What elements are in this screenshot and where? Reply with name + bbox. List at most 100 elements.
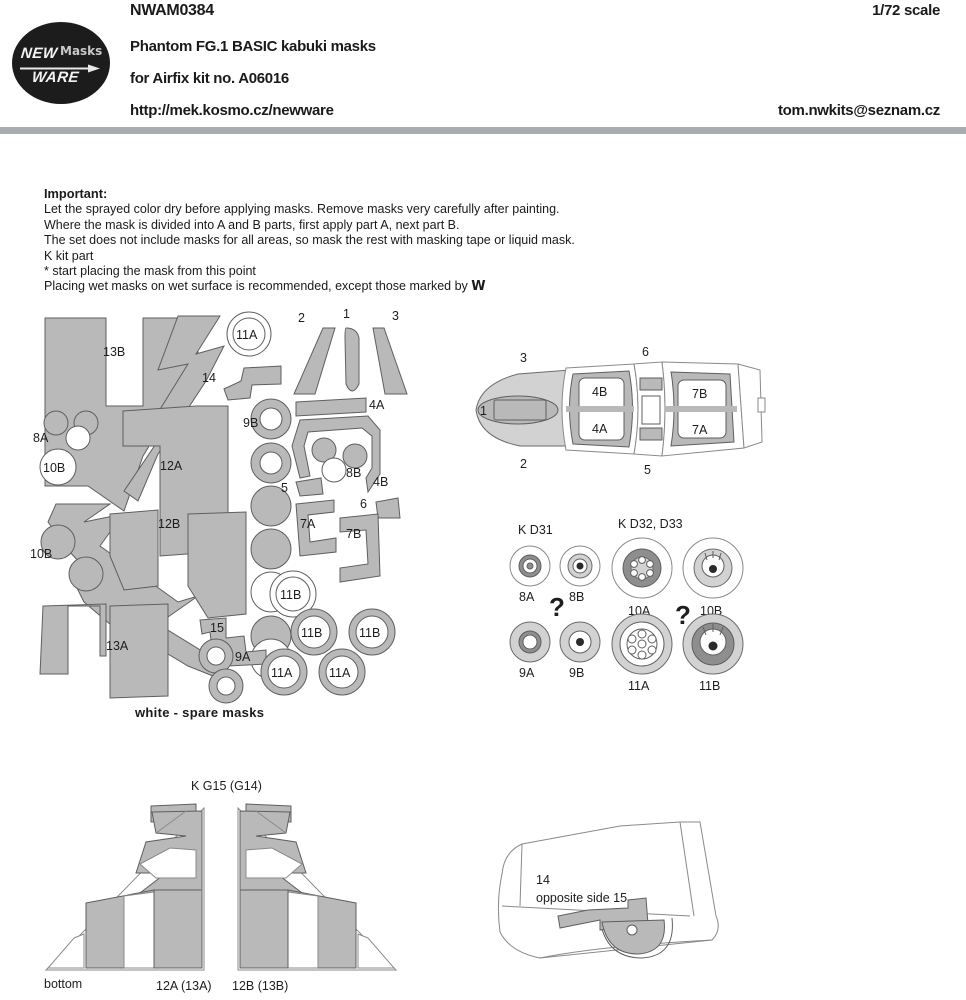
mask-dot-8A-spare: [65, 425, 91, 451]
header-divider: [0, 127, 966, 134]
canopy-nose-window-inner: [493, 399, 547, 421]
mask-disc-1: [250, 485, 292, 527]
label-12B: 12B: [158, 517, 180, 531]
canopy-spine-box: [641, 395, 661, 425]
label-canopy-6: 6: [642, 345, 649, 359]
mask-shape-13A: [39, 603, 107, 675]
tailfin-right: [237, 803, 398, 971]
wet-mask-symbol: W: [471, 279, 486, 295]
website-url[interactable]: http://mek.kosmo.cz/newware: [130, 102, 334, 119]
tailfin-left-label: 12A (13A): [156, 979, 212, 993]
wheel-label-9B: 9B: [569, 666, 584, 680]
label-10B-top: 10B: [43, 461, 65, 475]
important-line-6: Placing wet masks on wet surface is reco…: [44, 279, 684, 294]
mask-shape-4A-strip: [295, 397, 367, 417]
tailfin-diagram: K G15 (G14) bottom 12A (13A) 12B (13B): [36, 778, 406, 993]
label-13B: 13B: [103, 345, 125, 359]
wet-mask-text: Placing wet masks on wet surface is reco…: [44, 279, 472, 294]
label-canopy-1: 1: [480, 404, 487, 418]
label-7A: 7A: [300, 517, 316, 531]
scale-label: 1/72 scale: [872, 2, 940, 19]
mask-shape-2: [293, 327, 336, 395]
mask-dot-8B-1: [311, 437, 337, 463]
product-code: NWAM0384: [130, 2, 214, 19]
logo-text-ware: WARE: [31, 69, 80, 86]
wheels-group-right-title: K D32, D33: [618, 517, 683, 531]
mask-shape-14: [223, 365, 282, 401]
mask-shape-6: [375, 497, 401, 519]
mask-ring-11B-spare-inner: [275, 576, 311, 612]
tailfin-left-upper-window: [139, 847, 197, 879]
canopy-tail-fairing: [737, 363, 763, 449]
tailfin-title: K G15 (G14): [191, 779, 262, 793]
label-11A-a: 11A: [271, 666, 293, 680]
mask-ring-9A-1-inner: [206, 646, 226, 666]
fuselage-label-opposite: opposite side 15: [536, 891, 627, 905]
mask-shape-12B-2: [187, 511, 247, 619]
mask-shape-1: [344, 327, 360, 392]
kit-reference: for Airfix kit no. A06016: [130, 70, 289, 87]
arrow-right-icon: [20, 64, 100, 73]
label-12A: 12A: [160, 459, 183, 473]
label-7B: 7B: [346, 527, 361, 541]
mask-sheet-caption-wrap: white - spare masks: [135, 704, 264, 722]
label-11B-b: 11B: [359, 626, 380, 640]
label-8B: 8B: [346, 466, 361, 480]
mask-dot-8B-2: [342, 443, 368, 469]
label-canopy-4B: 4B: [592, 385, 607, 399]
label-5: 5: [281, 481, 288, 495]
mask-ring-11A-a-inner: [267, 655, 301, 689]
fuselage-hole: [626, 924, 638, 936]
wheel-9B: 9B: [559, 621, 601, 680]
important-line-3: The set does not include masks for all a…: [44, 233, 575, 248]
label-11B-spare: 11B: [280, 588, 301, 602]
label-canopy-5: 5: [644, 463, 651, 477]
wheel-question-right: ?: [675, 600, 691, 630]
logo-oval-background: [12, 22, 110, 104]
label-2: 2: [298, 311, 305, 325]
label-canopy-7A: 7A: [692, 423, 708, 437]
label-11B-a: 11B: [301, 626, 322, 640]
mask-ring-10B-spare: [39, 448, 77, 486]
label-11A-b: 11A: [329, 666, 351, 680]
wheel-10B: 10B: [682, 537, 744, 618]
contact-email[interactable]: tom.nwkits@seznam.cz: [777, 102, 940, 119]
canopy-diagram: 1 3 2 4B 4A 6 5 7B 7A: [466, 345, 776, 478]
mask-shape-7A: [295, 499, 337, 557]
wheel-11B: 11B: [682, 613, 744, 693]
tailfin-right-upper-window: [245, 847, 303, 879]
wheel-label-8A: 8A: [519, 590, 535, 604]
tailfin-left-lower-right: [153, 889, 203, 969]
tailfin-left-tip: [46, 933, 85, 969]
tailfin-right-tip: [357, 933, 396, 969]
label-9A: 9A: [235, 650, 251, 664]
product-title: Phantom FG.1 BASIC kabuki masks: [130, 38, 376, 55]
label-canopy-2: 2: [520, 457, 527, 471]
canopy-spine-bar-bot: [639, 427, 663, 441]
wheel-label-11A: 11A: [628, 679, 650, 693]
canopy-rear-center-bar: [665, 406, 737, 412]
label-4A: 4A: [369, 398, 385, 412]
tailfin-right-label: 12B (13B): [232, 979, 288, 993]
fuselage-panel-line-2: [679, 821, 695, 917]
logo-text-masks: Masks: [60, 44, 103, 58]
label-14: 14: [202, 371, 216, 385]
fuselage-panel-line-4: [519, 843, 523, 907]
mask-ring-9A-2-inner: [216, 676, 236, 696]
important-heading: Important:: [44, 186, 108, 201]
mask-disc-2: [250, 528, 292, 570]
wheel-label-11B: 11B: [699, 679, 720, 693]
mask-shape-7B: [339, 513, 381, 583]
mask-shape-12B: [109, 509, 159, 591]
important-line-4: K kit part: [44, 248, 94, 263]
label-canopy-4A: 4A: [592, 422, 608, 436]
label-8A: 8A: [33, 431, 49, 445]
mask-shape-4B-frame: [291, 415, 381, 494]
canopy-spine-bar-top: [639, 377, 663, 391]
label-10B-bottom: 10B: [30, 547, 52, 561]
fuselage-detail-diagram: 14 opposite side 15: [480, 820, 760, 980]
mask-ring-9B-1-inner: [259, 407, 283, 431]
fuselage-label-part: 14: [536, 873, 550, 887]
label-3: 3: [392, 309, 399, 323]
mask-ring-11A-b-inner: [325, 655, 359, 689]
